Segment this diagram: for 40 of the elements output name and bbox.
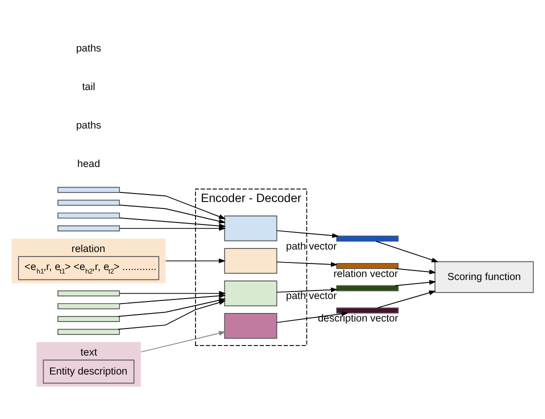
node-label: description vector (318, 312, 398, 324)
node-bar (336, 235, 399, 242)
node-box: relation <e$_{h1}$,r, e$_{t1}$> <e$_{h2}$,r, e$_{t2}$> ............ (12, 238, 166, 283)
arrow (140, 330, 226, 352)
node-box (224, 215, 278, 241)
node-bar (336, 306, 399, 313)
arrow (119, 204, 226, 224)
node-bar (57, 199, 120, 206)
node-label: path vector (286, 240, 337, 252)
arrow (165, 258, 226, 263)
arrow (376, 240, 438, 262)
node-box (224, 280, 278, 306)
node-bar (57, 302, 120, 309)
arrow (276, 261, 338, 266)
node-bar (57, 328, 120, 334)
arrow (119, 225, 226, 230)
node-label: path vector (286, 290, 337, 302)
label: head (77, 158, 100, 170)
node-bar (336, 262, 399, 268)
node-box: text Entity description (36, 342, 141, 386)
node-label: relation vector (334, 268, 398, 280)
node-bar (57, 316, 120, 322)
arrow (118, 300, 226, 330)
arrow (276, 310, 348, 322)
arrow (276, 286, 338, 292)
arrow (394, 268, 436, 274)
label: tail (82, 81, 96, 92)
node-bar (57, 224, 120, 231)
node-bar (57, 290, 120, 296)
arrow (119, 191, 226, 219)
node-bar (57, 186, 120, 192)
node-bar (57, 212, 120, 218)
node-box (224, 248, 278, 274)
arrow (394, 279, 436, 286)
node-box: Scoring function (434, 260, 534, 292)
node-bar (336, 284, 399, 291)
node-box (224, 312, 278, 338)
label: paths (76, 42, 102, 54)
label: paths (76, 120, 102, 131)
arrow (276, 230, 340, 238)
